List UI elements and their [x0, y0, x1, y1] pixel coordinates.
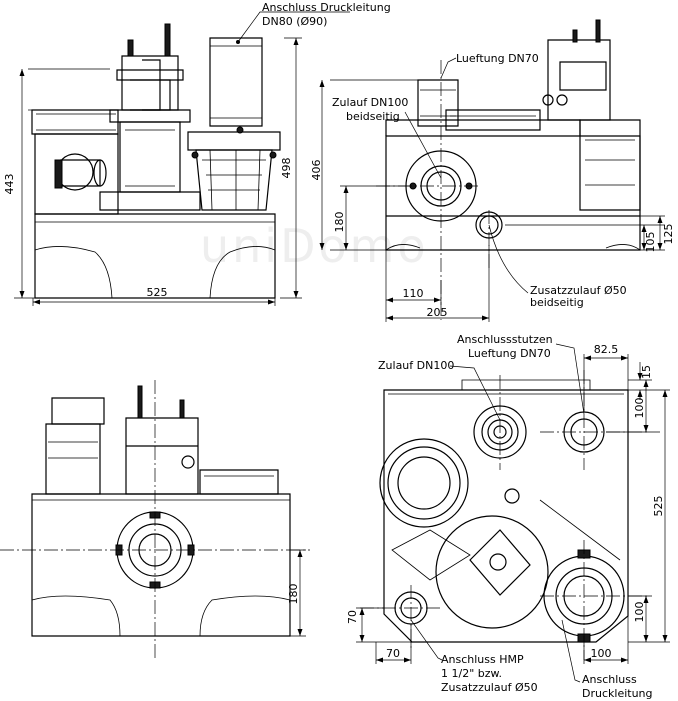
top-dim-70-horiz: 70 — [386, 647, 400, 660]
watermark: uniDomo — [200, 219, 429, 273]
side-dim-105: 105 — [644, 232, 657, 253]
side-dim-125: 125 — [662, 224, 675, 245]
front-view: 443 498 525 Anschluss Druckleitung DN80 … — [3, 1, 391, 306]
top-callout-stub-1: Anschlussstutzen — [457, 333, 553, 346]
top-dim-100-top: 100 — [633, 398, 646, 419]
side-callout-inlet-1: Zulauf DN100 — [332, 96, 408, 109]
side-view: 406 180 105 125 110 205 Lueftung DN70 Zu… — [310, 19, 675, 322]
top-callout-hmp-3: Zusatzzulauf Ø50 — [441, 681, 538, 694]
rear-view: 180 — [0, 380, 310, 660]
front-callout-discharge-1: Anschluss Druckleitung — [262, 1, 391, 14]
top-callout-discharge-2: Druckleitung — [582, 687, 653, 700]
top-dim-825: 82.5 — [594, 343, 619, 356]
side-callout-vent: Lueftung DN70 — [456, 52, 539, 65]
top-callout-discharge-1: Anschluss — [582, 673, 637, 686]
top-callout-hmp-1: Anschluss HMP — [441, 653, 524, 666]
front-dim-443: 443 — [3, 174, 16, 195]
top-dim-100-bottom: 100 — [633, 602, 646, 623]
top-dim-15: 15 — [640, 365, 653, 379]
top-dim-70-vert: 70 — [346, 610, 359, 624]
top-dim-525: 525 — [652, 496, 665, 517]
side-dim-406: 406 — [310, 160, 323, 181]
top-callout-inlet: Zulauf DN100 — [378, 359, 454, 372]
side-callout-aux-2: beidseitig — [530, 296, 584, 309]
top-callout-stub-2: Lueftung DN70 — [468, 347, 551, 360]
front-callout-discharge-2: DN80 (Ø90) — [262, 15, 327, 28]
top-view: 82.5 15 100 525 100 70 70 100 Anschlusss… — [346, 333, 670, 700]
side-callout-aux-1: Zusatzzulauf Ø50 — [530, 284, 627, 297]
side-dim-180: 180 — [333, 212, 346, 233]
front-dim-525: 525 — [147, 286, 168, 299]
side-callout-inlet-2: beidseitig — [346, 110, 400, 123]
rear-dim-180: 180 — [287, 584, 300, 605]
top-callout-hmp-2: 1 1/2" bzw. — [441, 667, 502, 680]
side-dim-110: 110 — [403, 287, 424, 300]
side-dim-205: 205 — [427, 306, 448, 319]
top-dim-100-horiz: 100 — [591, 647, 612, 660]
front-dim-498: 498 — [280, 158, 293, 179]
